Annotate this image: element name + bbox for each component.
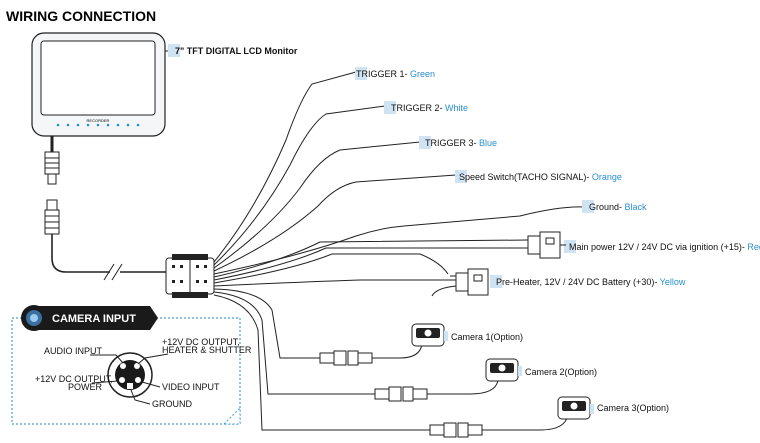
wire-label-main-power: Main power 12V / 24V DC via ignition (+1…: [569, 242, 760, 252]
pin-power-label-1: +12V DC OUTPUT,: [35, 374, 113, 384]
camera-3-label: Camera 3(Option): [597, 403, 669, 413]
camera-2-cable: [374, 379, 499, 402]
main-power-plug: [527, 231, 566, 259]
lcd-monitor: RECORDER: [31, 32, 166, 137]
camera-input-title: CAMERA INPUT: [52, 313, 136, 325]
camera-1-cable: [319, 343, 423, 366]
camera-1: [411, 323, 448, 347]
camera-input-panel: CAMERA INPUT AUDIO INPUT +12V DC OUTPUT,…: [11, 305, 252, 425]
pin-heater-label-1: +12V DC OUTPUT,: [162, 337, 240, 347]
monitor-brand: RECORDER: [87, 118, 110, 123]
pin-ground-label: GROUND: [152, 399, 192, 409]
monitor-label: 7" TFT DIGITAL LCD Monitor: [175, 46, 298, 56]
camera-2-label: Camera 2(Option): [525, 367, 597, 377]
harness-wires: [213, 71, 585, 431]
pre-heater-plug: [455, 268, 489, 296]
wire-label-speed-switch: Speed Switch(TACHO SIGNAL)- Orange: [459, 172, 622, 182]
harness-connector: [165, 254, 215, 298]
wire-label-trigger-1: TRIGGER 1- Green: [356, 69, 435, 79]
camera-3: [557, 396, 594, 420]
wire-label-trigger-2: TRIGGER 2- White: [391, 103, 468, 113]
monitor-cable: [51, 234, 110, 273]
pin-heater-label-2: HEATER & SHUTTER: [162, 345, 252, 355]
camera-3-cable: [429, 413, 569, 438]
wire-label-trigger-3: TRIGGER 3- Blue: [425, 138, 497, 148]
wire-label-ground: Ground- Black: [589, 202, 647, 212]
pin-audio-label: AUDIO INPUT: [44, 346, 103, 356]
pin-power-label-2: POWER: [68, 382, 103, 392]
wire-labels: TRIGGER 1- Green TRIGGER 2- White TRIGGE…: [355, 67, 760, 288]
diagram-heading: WIRING CONNECTION: [6, 8, 156, 24]
pin-video-label: VIDEO INPUT: [162, 382, 220, 392]
camera-1-label: Camera 1(Option): [451, 332, 523, 342]
wire-label-pre-heater: Pre-Heater, 12V / 24V DC Battery (+30)- …: [496, 277, 686, 287]
camera-2: [485, 358, 522, 382]
monitor-connector: [44, 136, 60, 235]
